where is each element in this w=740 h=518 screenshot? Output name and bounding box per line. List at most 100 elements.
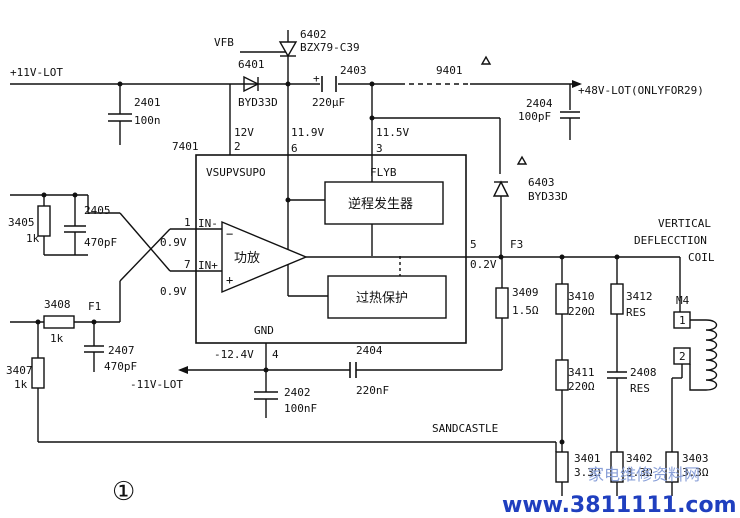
m4-label: M4 — [676, 294, 690, 307]
gnd-label: GND — [254, 324, 274, 337]
diode-6403-ref: 6403 — [528, 176, 555, 189]
pin6-label: 6 — [291, 142, 298, 155]
resistor-3412 — [610, 283, 624, 315]
capacitor-2403: + — [313, 72, 337, 92]
resistor-3411-ref: 3411 — [568, 366, 595, 379]
resistor-3401-val: 3.3Ω — [574, 466, 601, 479]
capacitor-2404a — [560, 111, 580, 140]
coil-pin1-label: 1 — [679, 314, 686, 327]
test-point-icon-2 — [516, 155, 528, 165]
voltage-0-9v-a: 0.9V — [160, 236, 187, 249]
pin2-label: 2 — [234, 140, 241, 153]
capacitor-2405-val: 470pF — [84, 236, 117, 249]
thermal-protection-label: 过热保护 — [356, 291, 408, 306]
test-point-icon — [480, 55, 492, 65]
capacitor-2408-ref: 2408 — [630, 366, 657, 379]
resistor-3401 — [555, 451, 569, 483]
resistor-3408-val: 1k — [50, 332, 64, 345]
pin5-label: 5 — [470, 238, 477, 251]
capacitor-2402 — [254, 391, 278, 418]
resistor-3410 — [555, 283, 569, 315]
resistor-3402-val: 3.3Ω — [626, 466, 653, 479]
capacitor-2407 — [84, 322, 104, 372]
vfb-label: VFB — [214, 36, 234, 49]
resistor-3409-val: 1.5Ω — [512, 304, 539, 317]
flyb-label: FLYB — [370, 166, 397, 179]
resistor-3405-val: 1k — [26, 232, 40, 245]
capacitor-2401-val: 100n — [134, 114, 161, 127]
in-minus-label: IN- — [198, 217, 218, 230]
figure-number: ① — [112, 477, 135, 507]
resistor-3410-ref: 3410 — [568, 290, 595, 303]
capacitor-2407-val: 470pF — [104, 360, 137, 373]
zener-6402-ref: 6402 — [300, 28, 327, 41]
supply-48v-label: +48V-LOT(ONLYFOR29) — [578, 84, 704, 97]
pin3-label: 3 — [376, 142, 383, 155]
resistor-3407 — [31, 357, 45, 389]
resistor-3411-val: 220Ω — [568, 380, 595, 393]
diode-6403 — [492, 180, 510, 257]
capacitor-2404b-ref: 2404 — [356, 344, 383, 357]
capacitor-2401-ref: 2401 — [134, 96, 161, 109]
coil-label: COIL — [688, 251, 715, 264]
in-plus-label: IN+ — [198, 259, 218, 272]
capacitor-2405-ref: 2405 — [84, 204, 111, 217]
voltage-0-2v: 0.2V — [470, 258, 497, 271]
sandcastle-label: SANDCASTLE — [432, 422, 498, 435]
watermark-chinese: 家电维修资料网 — [588, 465, 700, 484]
resistor-3409 — [495, 287, 509, 319]
pin7-label: 7 — [184, 258, 191, 271]
net-9401-label: 9401 — [436, 64, 463, 77]
watermark-url: www.3811111.com — [502, 493, 737, 518]
diode-6401-type: BYD33D — [238, 96, 278, 109]
svg-text:−: − — [226, 227, 233, 241]
voltage-11-9v: 11.9V — [291, 126, 324, 139]
resistor-3401-ref: 3401 — [574, 452, 601, 465]
diode-6401 — [236, 75, 270, 93]
resistor-3408-ref: 3408 — [44, 298, 71, 311]
diode-6401-ref: 6401 — [238, 58, 265, 71]
ic-ref: 7401 — [172, 140, 199, 153]
thermal-protection-block — [327, 275, 447, 319]
capacitor-2405 — [64, 195, 86, 255]
resistor-3403-ref: 3403 — [682, 452, 709, 465]
capacitor-2403-ref: 2403 — [340, 64, 367, 77]
capacitor-2404b-val: 220nF — [356, 384, 389, 397]
voltage-0-9v-b: 0.9V — [160, 285, 187, 298]
flyback-generator-label: 逆程发生器 — [348, 196, 413, 212]
resistor-3409-ref: 3409 — [512, 286, 539, 299]
svg-text:+: + — [313, 72, 320, 85]
resistor-3405 — [37, 205, 51, 237]
supply-rail-11v — [10, 80, 582, 88]
pin1-label: 1 — [184, 216, 191, 229]
resistor-3408 — [43, 315, 75, 329]
capacitor-2404a-val: 100pF — [518, 110, 551, 123]
supply-11v-label: +11V-LOT — [10, 66, 63, 79]
capacitor-2402-val: 100nF — [284, 402, 317, 415]
pin4-label: 4 — [272, 348, 279, 361]
resistor-3407-ref: 3407 — [6, 364, 33, 377]
resistor-3402-ref: 3402 — [626, 452, 653, 465]
resistor-3412-val: RES — [626, 306, 646, 319]
deflection-label: DEFLECCTION — [634, 234, 707, 247]
amplifier-label: 功放 — [234, 251, 260, 266]
capacitor-2403-val: 220μF — [312, 96, 345, 109]
f1-label: F1 — [88, 300, 101, 313]
voltage-12v: 12V — [234, 126, 254, 139]
resistor-3412-ref: 3412 — [626, 290, 653, 303]
voltage-11-5v: 11.5V — [376, 126, 409, 139]
resistor-3410-val: 220Ω — [568, 305, 595, 318]
capacitor-2401 — [108, 84, 132, 145]
zener-6402-type: BZX79-C39 — [300, 41, 360, 54]
capacitor-2404a-ref: 2404 — [526, 97, 553, 110]
coil-pin2-label: 2 — [679, 350, 686, 363]
capacitor-2407-ref: 2407 — [108, 344, 135, 357]
supply-neg11v-label: -11V-LOT — [130, 378, 183, 391]
deflection-coil-icon — [689, 319, 718, 391]
resistor-3407-val: 1k — [14, 378, 28, 391]
capacitor-2408-val: RES — [630, 382, 650, 395]
diode-6403-type: BYD33D — [528, 190, 568, 203]
capacitor-2402-ref: 2402 — [284, 386, 311, 399]
